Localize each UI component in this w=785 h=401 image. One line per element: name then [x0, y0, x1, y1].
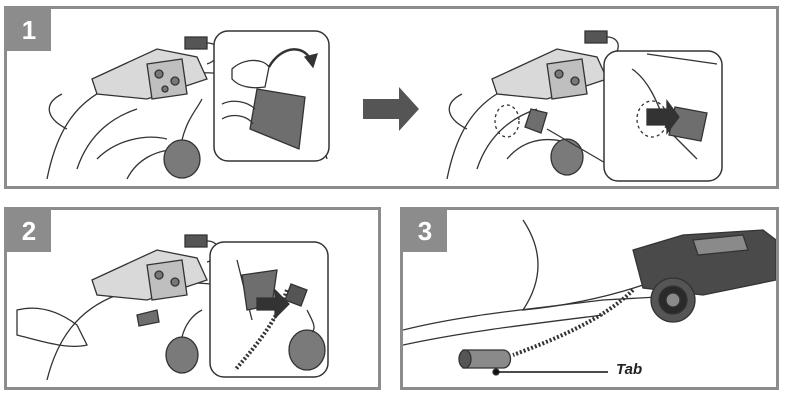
step-2-badge: 2: [7, 210, 51, 252]
step-3-badge: 3: [403, 210, 447, 252]
adhesive-pad: [249, 88, 306, 150]
step-1-illustration: [46, 30, 723, 182]
helmet-edge: [521, 219, 644, 311]
step-1-badge: 1: [7, 9, 51, 51]
next-step-arrow: [363, 87, 419, 131]
step-2-illustration: [16, 234, 329, 381]
attach-arrow: [646, 99, 680, 135]
placement-outline: [494, 104, 520, 138]
applied-pad: [524, 108, 548, 134]
mic-head: [462, 349, 512, 369]
tab-label: Tab: [616, 361, 643, 378]
step-3-illustration: [403, 219, 776, 376]
step-3-panel: 3 Tab: [400, 207, 779, 390]
boom-mic-arm: [512, 288, 635, 357]
peeling-hand: [231, 59, 270, 89]
cable-connector: [184, 36, 208, 50]
step-1-panel: 1: [4, 6, 779, 189]
step-2-panel: 2: [4, 207, 381, 390]
attach-arrow-2: [256, 288, 290, 320]
speaker: [163, 139, 201, 179]
